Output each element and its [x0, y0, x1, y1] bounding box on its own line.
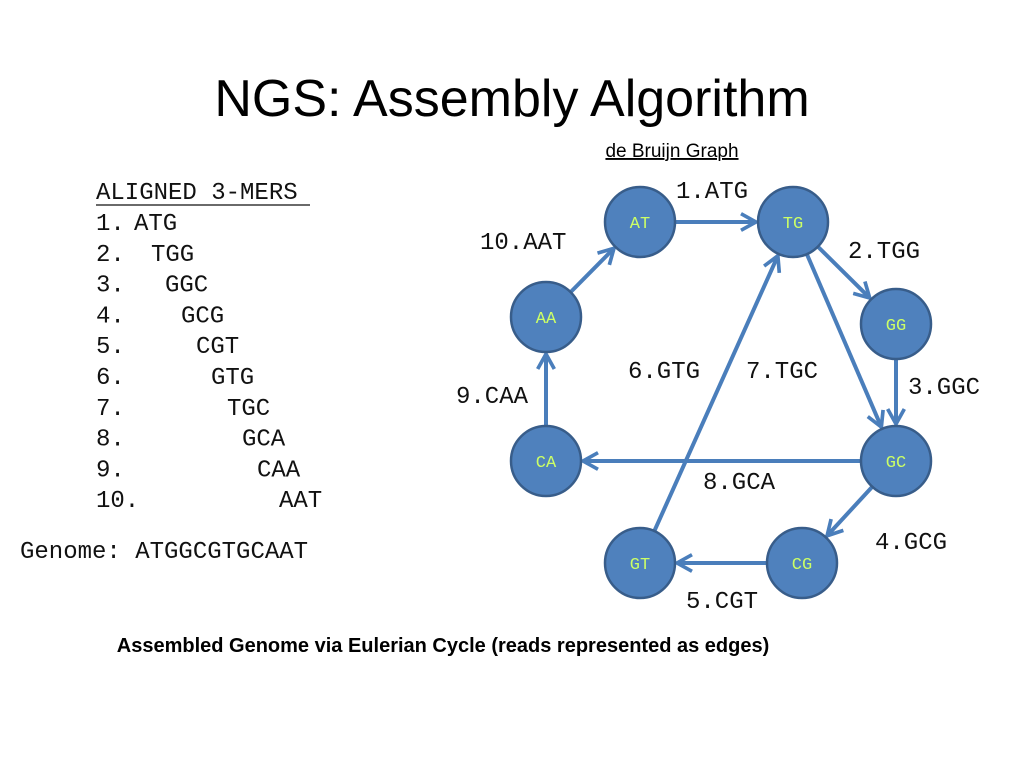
node-label: AT: [630, 215, 650, 234]
kmer-sequence: TGG: [151, 242, 194, 269]
kmer-sequence: TGC: [227, 396, 270, 423]
node-CA: CA: [509, 424, 583, 498]
kmer-number: 7.: [96, 396, 125, 423]
kmer-number: 9.: [96, 457, 125, 484]
graph-edges: [546, 222, 896, 563]
kmer-sequence: GTG: [211, 365, 254, 392]
node-GG: GG: [859, 287, 933, 361]
kmer-sequence: AAT: [279, 488, 322, 515]
graph-title: de Bruijn Graph: [605, 141, 738, 162]
edge-labels: 1.ATG 2.TGG 3.GGC 4.GCG 5.CGT 6.GTG 7.TGC 8.GCA…: [456, 179, 980, 616]
node-circle: [509, 280, 583, 354]
kmer-number: 8.: [96, 427, 125, 454]
caption: Assembled Genome via Eulerian Cycle (rea…: [117, 635, 770, 657]
node-label: CA: [536, 454, 557, 473]
kmer-list-header: ALIGNED 3-MERS: [96, 180, 298, 207]
node-label: GT: [630, 556, 650, 575]
edge-label: 5.CGT: [686, 589, 758, 616]
edge-label: 8.GCA: [703, 470, 776, 497]
edge-TG-GC: [805, 253, 882, 427]
edge-GT-TG: [652, 256, 778, 532]
kmer-sequence: GCA: [242, 427, 286, 454]
kmer-list: ALIGNED 3-MERS 1. ATG 2. TGG 3. GGC 4. GCG 5. CGT…: [20, 180, 322, 566]
kmer-number: 10.: [96, 488, 139, 515]
node-circle: [603, 185, 677, 259]
node-label: GG: [886, 317, 906, 336]
node-AA: AA: [509, 280, 583, 354]
node-circle: [756, 185, 830, 259]
edge-GC-CG: [827, 485, 874, 536]
node-label: GC: [886, 454, 906, 473]
edge-label: 6.GTG: [628, 359, 700, 386]
kmer-number: 6.: [96, 365, 125, 392]
node-GC: GC: [859, 424, 933, 498]
edge-AA-AT: [569, 248, 614, 294]
kmer-number: 5.: [96, 334, 125, 361]
kmer-number: 4.: [96, 303, 125, 330]
edge-TG-GG: [816, 245, 870, 298]
kmer-number: 1.: [96, 211, 125, 238]
node-circle: [859, 424, 933, 498]
kmer-number: 2.: [96, 242, 125, 269]
edge-label: 2.TGG: [848, 239, 920, 266]
node-circle: [859, 287, 933, 361]
node-CG: CG: [765, 526, 839, 600]
node-TG: TG: [756, 185, 830, 259]
node-circle: [603, 526, 677, 600]
kmer-sequence: CGT: [196, 334, 239, 361]
kmer-sequence: GCG: [181, 303, 224, 330]
node-label: CG: [792, 556, 812, 575]
node-circle: [765, 526, 839, 600]
node-label: AA: [536, 310, 557, 329]
genome-text: Genome: ATGGCGTGCAAT: [20, 539, 308, 566]
node-GT: GT: [603, 526, 677, 600]
kmer-sequence: GGC: [165, 273, 208, 300]
edge-label: 10.AAT: [480, 230, 566, 257]
edge-label: 9.CAA: [456, 384, 529, 411]
kmer-sequence: CAA: [257, 457, 301, 484]
node-circle: [509, 424, 583, 498]
edge-label: 4.GCG: [875, 530, 947, 557]
node-AT: AT: [603, 185, 677, 259]
edge-label: 3.GGC: [908, 375, 980, 402]
graph-nodes: AT TG GG GC CG GT CA AA: [509, 185, 933, 600]
node-label: TG: [783, 215, 803, 234]
kmer-sequence: ATG: [134, 211, 177, 238]
slide-title: NGS: Assembly Algorithm: [214, 70, 809, 128]
kmer-number: 3.: [96, 273, 125, 300]
edge-label: 1.ATG: [676, 179, 748, 206]
edge-label: 7.TGC: [746, 359, 818, 386]
